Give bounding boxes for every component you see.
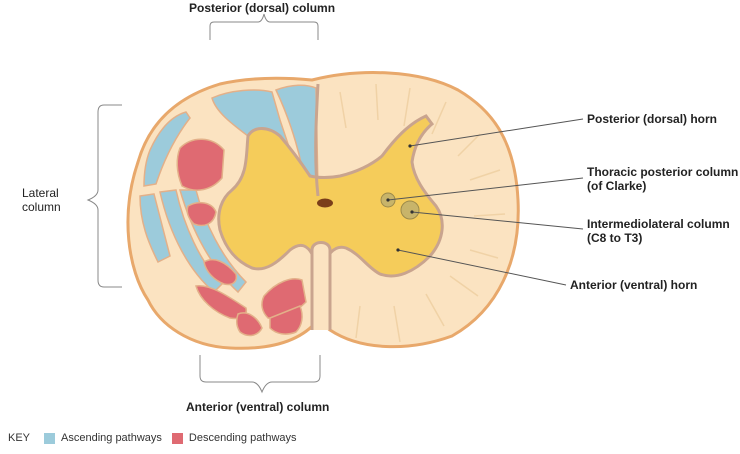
central-canal [317,198,333,208]
lateral-spinothalamic-tract [139,193,171,264]
legend-title: KEY [8,432,31,444]
anterior-corticospinal-tract-b [269,305,303,335]
tectospinal-tract [235,312,263,337]
lateral-column-label-line2: column [22,200,61,214]
leader-dots [386,144,414,252]
posterior-column-bracket [209,13,319,40]
white-matter-striations [339,83,506,343]
legend-ascending-label: Ascending pathways [61,432,162,444]
dorsal-spinocerebellar-tract [143,111,191,187]
thoracic-label-line1: Thoracic posterior column [587,165,739,179]
lateral-column-label-line1: Lateral [22,186,59,200]
lateral-column-label: Lateral column [22,186,61,214]
intermediolateral-column-label: Intermediolateral column (C8 to T3) [587,217,730,245]
posterior-median-septum [314,83,320,197]
posterior-horn-label: Posterior (dorsal) horn [587,112,718,126]
intermedio-label-line1: Intermediolateral column [587,217,730,231]
thoracic-posterior-column-label: Thoracic posterior column (of Clarke) [587,165,738,193]
lateral-corticospinal-tract [176,138,225,191]
gray-matter [217,114,444,278]
anterior-column-bracket [199,355,321,394]
intermediolateral-column-nucleus [400,200,420,220]
anterior-horn-label: Anterior (ventral) horn [570,278,698,292]
descending-pathways [176,138,307,337]
reticulospinal-tract [203,258,238,286]
intermedio-label-line2: (C8 to T3) [587,231,643,245]
leader-lines [387,118,584,286]
rubrospinal-tract [186,201,217,227]
anterior-column-label: Anterior (ventral) column [186,400,330,414]
descending-swatch [171,432,183,444]
lateral-column-bracket [86,104,122,288]
thoracic-label-line2: (of Clarke) [587,179,647,193]
posterior-column-label: Posterior (dorsal) column [189,1,336,15]
ascending-swatch [44,432,56,444]
anterior-median-fissure [310,241,332,330]
legend: KEY Ascending pathways Descending pathwa… [8,432,297,444]
legend-descending-label: Descending pathways [188,432,297,444]
